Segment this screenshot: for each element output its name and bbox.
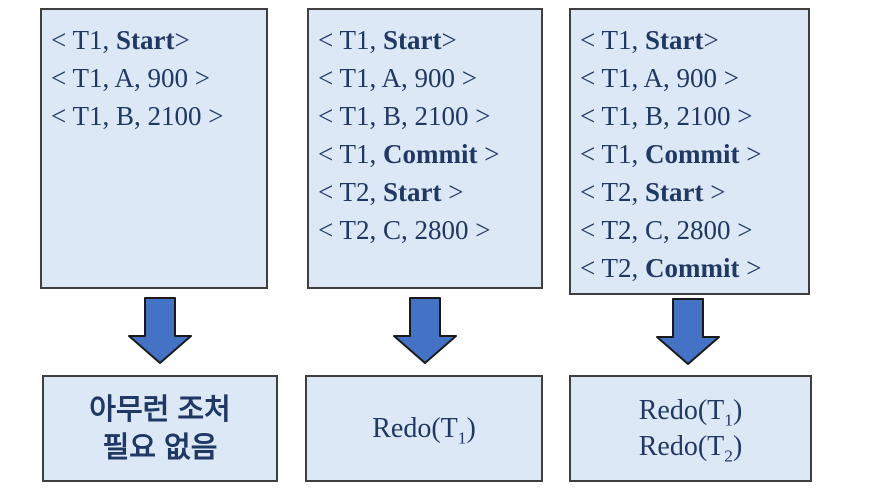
log-text: < T2, bbox=[580, 177, 645, 207]
log-record: < T1, B, 2100 > bbox=[580, 97, 804, 135]
log-keyword: Commit bbox=[382, 139, 478, 169]
log-record: < T1, A, 900 > bbox=[51, 59, 262, 97]
result-box-no-action: 아무런 조처 필요 없음 bbox=[42, 375, 278, 482]
redo-text: ) bbox=[466, 412, 476, 444]
log-record: < T1, Commit > bbox=[580, 135, 804, 173]
log-keyword: Commit bbox=[644, 253, 740, 283]
transaction-subscript: 1 bbox=[457, 428, 467, 448]
log-text: < T1, bbox=[51, 25, 116, 55]
log-keyword: Start bbox=[644, 177, 704, 207]
log-text: > bbox=[703, 177, 726, 207]
log-box-3: < T1, Start> < T1, A, 900 > < T1, B, 210… bbox=[569, 8, 810, 295]
log-text: > bbox=[739, 253, 762, 283]
down-arrow-shape bbox=[128, 297, 192, 364]
log-keyword: Start bbox=[644, 25, 704, 55]
log-record: < T1, B, 2100 > bbox=[51, 97, 262, 135]
log-record: < T2, Start > bbox=[580, 173, 804, 211]
result-text-line: 필요 없음 bbox=[102, 431, 218, 464]
log-record: < T1, Start> bbox=[580, 21, 804, 59]
log-box-1: < T1, Start> < T1, A, 900 > < T1, B, 210… bbox=[40, 8, 268, 289]
log-text: > bbox=[174, 25, 190, 55]
redo-action: Redo(T1) bbox=[639, 393, 743, 429]
log-text: < T1, A, 900 > bbox=[51, 63, 210, 93]
log-keyword: Start bbox=[382, 25, 442, 55]
log-text: < T1, A, 900 > bbox=[580, 63, 739, 93]
result-text-line: 아무런 조처 bbox=[89, 393, 231, 426]
result-box-redo-t1: Redo(T1) bbox=[305, 375, 543, 482]
log-text: < T2, bbox=[580, 253, 645, 283]
log-record: < T1, A, 900 > bbox=[318, 59, 537, 97]
log-text: > bbox=[441, 25, 457, 55]
log-text: < T1, A, 900 > bbox=[318, 63, 477, 93]
down-arrow-icon bbox=[128, 297, 192, 364]
log-keyword: Start bbox=[115, 25, 175, 55]
log-record: < T1, B, 2100 > bbox=[318, 97, 537, 135]
log-text: < T1, B, 2100 > bbox=[51, 101, 224, 131]
log-record: < T1, Start> bbox=[318, 21, 537, 59]
redo-text: Redo(T bbox=[638, 394, 725, 426]
log-keyword: Start bbox=[382, 177, 442, 207]
log-record: < T2, C, 2800 > bbox=[580, 211, 804, 249]
transaction-subscript: 2 bbox=[724, 446, 733, 466]
transaction-subscript: 1 bbox=[724, 410, 733, 430]
log-text: > bbox=[703, 25, 719, 55]
log-record: < T1, Commit > bbox=[318, 135, 537, 173]
log-text: < T1, B, 2100 > bbox=[580, 101, 753, 131]
down-arrow-shape bbox=[656, 298, 720, 365]
redo-action: Redo(T2) bbox=[639, 429, 743, 465]
log-text: > bbox=[739, 139, 762, 169]
log-record: < T1, Start> bbox=[51, 21, 262, 59]
log-text: < T1, bbox=[318, 139, 383, 169]
log-text: < T1, bbox=[580, 25, 645, 55]
log-keyword: Commit bbox=[644, 139, 740, 169]
log-text: < T1, bbox=[318, 25, 383, 55]
log-box-2: < T1, Start> < T1, A, 900 > < T1, B, 210… bbox=[307, 8, 543, 289]
log-text: < T1, bbox=[580, 139, 645, 169]
redo-action: Redo(T1) bbox=[372, 411, 476, 447]
log-text: < T2, bbox=[318, 177, 383, 207]
log-text: > bbox=[477, 139, 500, 169]
redo-text: Redo(T bbox=[372, 412, 458, 444]
down-arrow-shape bbox=[393, 297, 457, 364]
log-text: < T2, C, 2800 > bbox=[580, 215, 753, 245]
log-text: < T2, C, 2800 > bbox=[318, 215, 491, 245]
redo-text: ) bbox=[732, 430, 743, 462]
log-record: < T2, Start > bbox=[318, 173, 537, 211]
down-arrow-icon bbox=[656, 298, 720, 365]
redo-text: ) bbox=[732, 394, 743, 426]
result-box-redo-t1-t2: Redo(T1) Redo(T2) bbox=[569, 375, 812, 482]
log-text: < T1, B, 2100 > bbox=[318, 101, 491, 131]
log-record: < T2, C, 2800 > bbox=[318, 211, 537, 249]
down-arrow-icon bbox=[393, 297, 457, 364]
log-record: < T1, A, 900 > bbox=[580, 59, 804, 97]
log-record: < T2, Commit > bbox=[580, 249, 804, 287]
log-text: > bbox=[441, 177, 464, 207]
redo-text: Redo(T bbox=[638, 430, 725, 462]
